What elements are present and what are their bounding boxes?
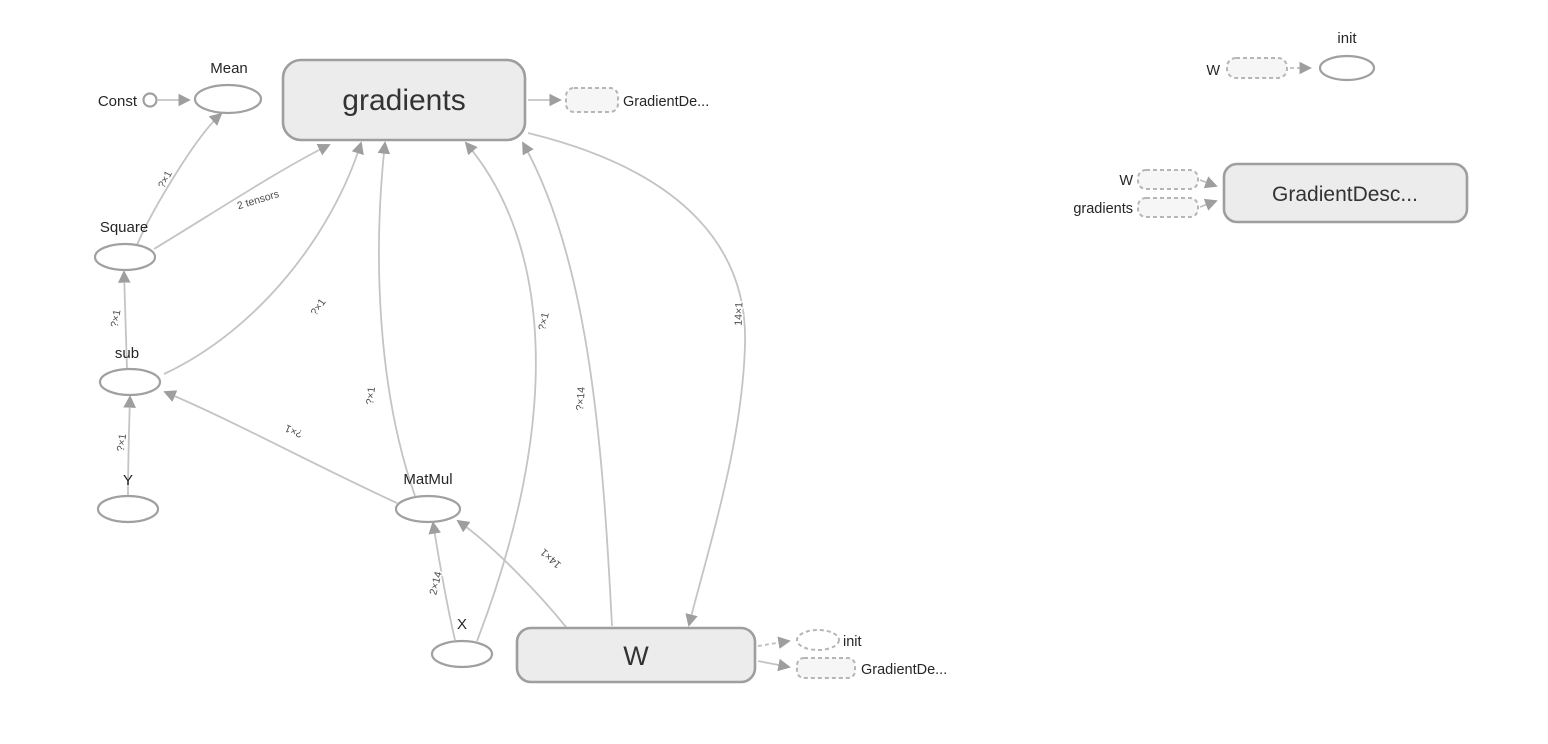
mean-node[interactable] — [193, 83, 263, 115]
edge-label-gradients-to-w: 14×1 — [733, 302, 746, 326]
aux-init-node[interactable] — [1318, 54, 1376, 82]
square-node-label: Square — [100, 219, 148, 236]
edge-label-w-to-matmul: 14×1 — [538, 546, 564, 571]
main-graph-edges — [117, 93, 791, 672]
edge-x-matmul — [428, 521, 456, 641]
aux-gradientdescent-namespace-label[interactable]: GradientDesc... — [1272, 183, 1418, 206]
w-gradientdescent-ref-node[interactable] — [796, 657, 856, 679]
edge-label-w-to-gradients: ?×14 — [574, 386, 588, 411]
gradients-namespace-label[interactable]: gradients — [342, 84, 465, 117]
mean-node-label: Mean — [210, 60, 248, 77]
y-node[interactable] — [96, 494, 160, 524]
y-node-label: Y — [123, 472, 133, 489]
edge-w-init-summary — [757, 636, 791, 649]
sub-node[interactable] — [98, 367, 162, 397]
edge-w-grad-summary — [757, 658, 791, 672]
const-node[interactable] — [142, 92, 158, 108]
edge-label-matmul-to-gradients: ?×1 — [364, 386, 378, 405]
edge-gradients-w — [527, 132, 746, 627]
x-node[interactable] — [430, 639, 494, 669]
aux-w-ref-gd-label: W — [1119, 173, 1133, 189]
gradients-gradientdescent-ref-label: GradientDe... — [623, 94, 709, 110]
gradients-namespace-node[interactable] — [281, 58, 527, 142]
edge-auxw-gd — [1199, 176, 1218, 189]
edge-w-matmul — [456, 519, 567, 628]
aux-w-ref-init-label: W — [1206, 63, 1220, 79]
aux-graph-nodes: init W GradientDesc... W gradients — [1073, 30, 1469, 224]
edge-auxgradients-gd — [1199, 198, 1218, 211]
edge-matmul-sub — [163, 390, 398, 504]
edge-w-gradients — [522, 141, 613, 627]
edge-square-mean — [136, 112, 223, 246]
main-graph-nodes: Const Mean gradients GradientDe... Squar… — [93, 58, 947, 684]
edge-label-y-to-sub: ?×1 — [115, 433, 129, 452]
w-init-ref-label: init — [843, 634, 862, 650]
w-namespace-node[interactable] — [515, 626, 757, 684]
edge-matmul-gradients — [377, 141, 416, 497]
aux-graph-edges — [1199, 61, 1312, 211]
w-init-ref-node[interactable] — [796, 629, 840, 651]
x-node-label: X — [457, 616, 467, 633]
aux-w-ref-init-node[interactable] — [1226, 57, 1288, 79]
edge-label-sub-to-gradients: ?×1 — [309, 296, 329, 318]
matmul-node[interactable] — [394, 494, 462, 524]
aux-init-node-label: init — [1337, 30, 1357, 47]
edge-label-x-to-matmul: 2×14 — [427, 570, 444, 596]
aux-w-ref-gd-node[interactable] — [1137, 169, 1199, 190]
edge-y-sub — [123, 395, 136, 496]
aux-gradientdescent-namespace-node[interactable] — [1222, 162, 1469, 224]
edge-labels: ?×1 2 tensors ?×1 ?×1 ?×1 ?×1 ?×1 ?×14 1… — [107, 167, 747, 597]
edge-sub-gradients — [163, 141, 364, 375]
square-node[interactable] — [93, 242, 157, 272]
gradients-gradientdescent-ref-node[interactable] — [565, 87, 619, 113]
edge-square-gradients — [153, 144, 331, 250]
edge-label-sub-to-square: ?×1 — [109, 309, 124, 329]
edge-sub-square — [117, 270, 131, 370]
w-namespace-label[interactable]: W — [623, 641, 649, 671]
const-node-label: Const — [98, 93, 138, 110]
sub-node-label: sub — [115, 345, 139, 362]
aux-gradients-ref-gd-node[interactable] — [1137, 197, 1199, 218]
w-gradientdescent-ref-label: GradientDe... — [861, 662, 947, 678]
matmul-node-label: MatMul — [403, 471, 452, 488]
edge-label-matmul-to-sub: ?×1 — [283, 422, 304, 440]
edge-label-square-to-gradients: 2 tensors — [236, 188, 281, 212]
aux-gradients-ref-gd-label: gradients — [1073, 201, 1133, 217]
edge-label-x-to-gradients: ?×1 — [536, 311, 551, 331]
edge-label-square-to-mean: ?×1 — [156, 169, 175, 191]
edge-x-gradients — [464, 141, 537, 642]
